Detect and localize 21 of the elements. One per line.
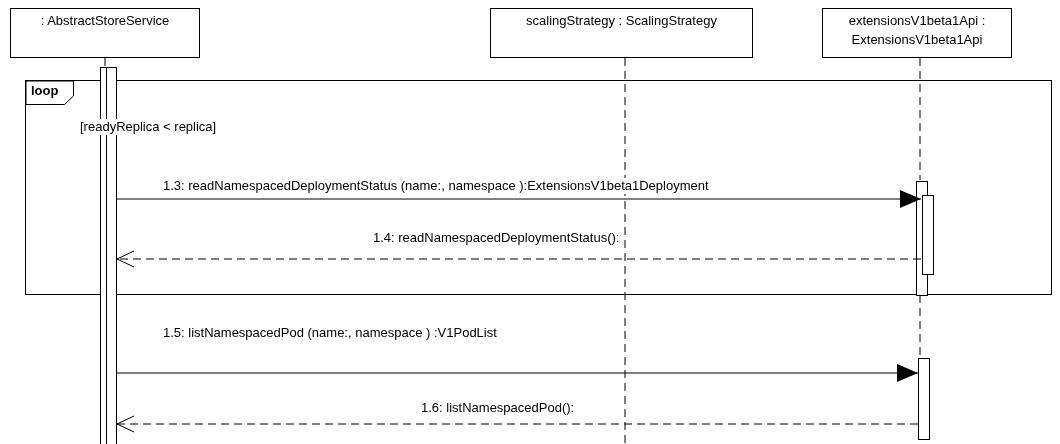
- lifeline: [624, 57, 626, 444]
- message-label: 1.4: readNamespacedDeploymentStatus():: [372, 230, 621, 246]
- object-box: [10, 8, 200, 58]
- message-arrow: [116, 190, 922, 208]
- frame-tag: loop: [26, 81, 74, 105]
- object-name: extensionsV1beta1Api : ExtensionsV1beta1Api: [847, 12, 987, 49]
- activation-bar: [922, 195, 934, 275]
- guard-condition: [readyReplica < replica]: [80, 119, 217, 135]
- message-arrow: [116, 250, 922, 268]
- message-label: 1.3: readNamespacedDeploymentStatus (name:, namespace ):ExtensionsV1beta1Deployment: [162, 178, 710, 194]
- message-arrow: [116, 364, 919, 382]
- lifeline: [919, 57, 921, 181]
- activation-bar: [918, 358, 930, 440]
- lifeline: [104, 57, 106, 68]
- object-box: [822, 8, 1012, 58]
- message-arrow: [116, 415, 919, 433]
- message-label: 1.6: listNamespacedPod():: [420, 400, 576, 416]
- message-label: 1.5: listNamespacedPod (name:, namespace ) :V1PodList: [162, 325, 498, 341]
- object-name: scalingStrategy : ScalingStrategy: [526, 12, 717, 30]
- object-name: : AbstractStoreService: [40, 12, 170, 30]
- object-box: [490, 8, 753, 58]
